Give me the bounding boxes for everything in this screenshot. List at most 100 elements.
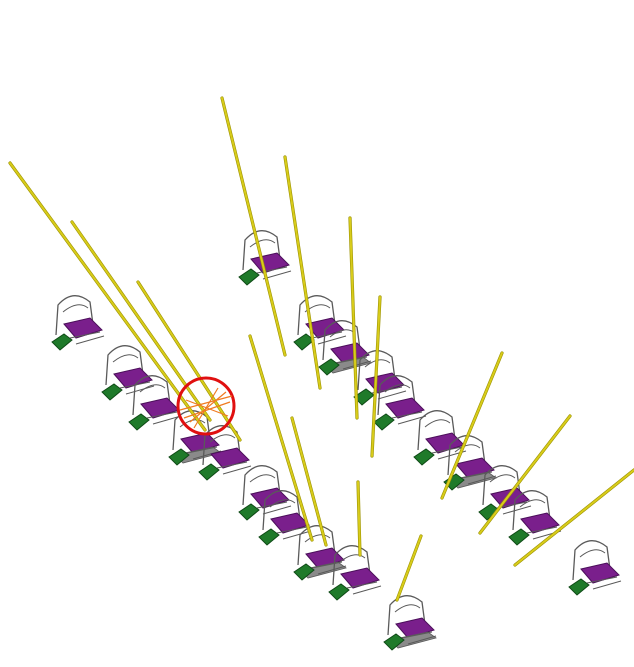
yellow-beam: [395, 534, 423, 602]
yellow-beam: [440, 351, 504, 500]
seat-panel: [580, 562, 620, 584]
frame-arch: [482, 465, 522, 506]
station-unit[interactable]: [328, 545, 382, 601]
yellow-beam: [283, 155, 322, 390]
seat-panel: [455, 457, 495, 479]
frame-arch: [417, 410, 457, 451]
frame-arch: [332, 545, 372, 586]
frame-arch-inner: [339, 554, 366, 563]
green-base: [373, 413, 395, 431]
frame-arch-inner: [384, 384, 411, 393]
green-base: [238, 268, 260, 286]
station-unit[interactable]: [478, 465, 532, 521]
yellow-beam: [356, 480, 362, 557]
station-unit[interactable]: [168, 410, 222, 466]
frame-arch: [297, 295, 337, 336]
station-unit[interactable]: [508, 490, 562, 546]
green-base: [413, 448, 435, 466]
frame-arch: [322, 320, 362, 361]
selection-ray: [183, 401, 231, 419]
frame-arch-inner: [249, 474, 276, 483]
green-base: [238, 503, 260, 521]
frame-arch: [377, 375, 417, 416]
seat-panel: [395, 617, 435, 639]
frame-arch-inner: [304, 534, 331, 543]
seat-panel: [520, 512, 560, 534]
seat-panel: [210, 447, 250, 469]
seat-panel: [113, 367, 153, 389]
frame-legs: [146, 411, 182, 425]
frame-arch-inner: [454, 444, 481, 453]
frame-arch: [105, 345, 145, 386]
yellow-beam: [248, 334, 314, 542]
green-base: [51, 333, 73, 351]
frame-arch-inner: [179, 419, 206, 428]
station-unit[interactable]: [443, 435, 497, 491]
yellow-beams: [8, 96, 634, 602]
frame-legs: [391, 411, 427, 425]
selection-ring[interactable]: [176, 376, 236, 436]
frame-arch-inner: [579, 549, 606, 558]
station-unit[interactable]: [51, 295, 105, 351]
green-base: [508, 528, 530, 546]
frame-arch: [512, 490, 552, 531]
seat-panel: [63, 317, 103, 339]
station-unit[interactable]: [128, 375, 182, 431]
green-base: [128, 413, 150, 431]
green-base: [168, 448, 190, 466]
green-base: [383, 633, 405, 651]
seat-panel: [340, 567, 380, 589]
green-base: [101, 383, 123, 401]
green-base: [198, 463, 220, 481]
frame-arch-inner: [269, 499, 296, 508]
frame-legs: [586, 576, 622, 590]
station-unit[interactable]: [293, 295, 347, 351]
station-unit[interactable]: [238, 465, 292, 521]
station-unit[interactable]: [318, 320, 372, 376]
frame-arch-inner: [139, 384, 166, 393]
station-unit[interactable]: [413, 410, 467, 466]
station-unit[interactable]: [353, 350, 407, 406]
selection-ray: [185, 399, 229, 417]
frame-arch: [55, 295, 95, 336]
frame-arch: [242, 465, 282, 506]
frame-legs: [401, 631, 437, 645]
selection-ray: [179, 395, 233, 411]
seat-panel: [330, 342, 370, 364]
frame-arch: [132, 375, 172, 416]
seat-panel: [385, 397, 425, 419]
yellow-beam: [370, 295, 382, 458]
yellow-beam: [513, 468, 634, 567]
station-unit[interactable]: [293, 525, 347, 581]
yellow-beam: [348, 216, 359, 420]
frame-arch: [357, 350, 397, 391]
frame-arch-inner: [364, 359, 391, 368]
station-unit[interactable]: [568, 540, 622, 596]
green-base: [318, 358, 340, 376]
selection-ray: [193, 387, 219, 429]
station-unit[interactable]: [373, 375, 427, 431]
frame-arch: [242, 230, 282, 271]
yellow-beam: [290, 416, 328, 547]
frame-legs: [311, 331, 347, 345]
frame-arch-inner: [249, 239, 276, 248]
station-unit[interactable]: [238, 230, 292, 286]
frame-legs: [346, 581, 382, 595]
seat-panel: [305, 547, 345, 569]
frame-arch-inner: [112, 354, 139, 363]
selection-marker[interactable]: [176, 376, 236, 436]
green-base: [293, 563, 315, 581]
frame-arch: [572, 540, 612, 581]
station-units: [51, 230, 622, 651]
frame-legs: [311, 561, 347, 575]
frame-legs: [216, 461, 252, 475]
station-unit[interactable]: [383, 595, 437, 651]
green-base: [568, 578, 590, 596]
frame-arch-inner: [489, 474, 516, 483]
frame-arch-inner: [394, 604, 421, 613]
frame-arch: [447, 435, 487, 476]
station-unit[interactable]: [101, 345, 155, 401]
seat-panel: [490, 487, 530, 509]
